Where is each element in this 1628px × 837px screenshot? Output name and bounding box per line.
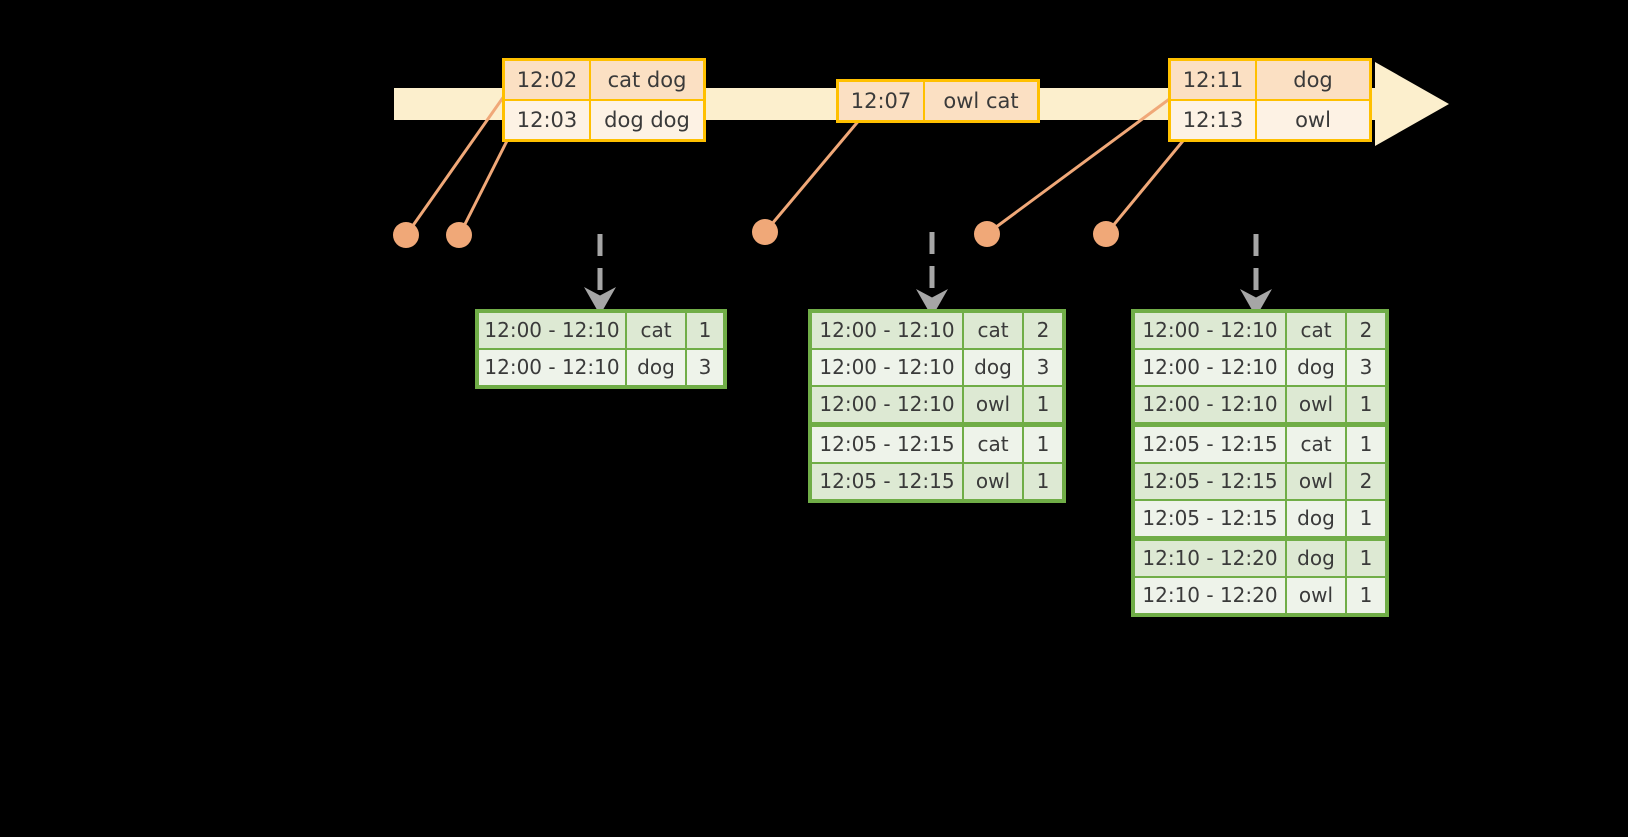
event-dot-1203 [446, 222, 472, 248]
cell-count: 1 [687, 313, 723, 348]
cell-word: owl [1287, 387, 1345, 422]
cell-window: 12:00 - 12:10 [1135, 350, 1285, 385]
event-row[interactable]: 12:02 cat dog [505, 61, 703, 99]
event-words: dog dog [591, 101, 703, 139]
event-time: 12:13 [1171, 101, 1257, 139]
cell-count: 1 [1024, 427, 1062, 462]
cell-count: 3 [687, 350, 723, 385]
cell-window: 12:00 - 12:10 [812, 313, 962, 348]
event-words: owl [1257, 101, 1369, 139]
cell-window: 12:00 - 12:10 [1135, 387, 1285, 422]
cell-word: cat [1287, 427, 1345, 462]
cell-word: dog [1287, 501, 1345, 536]
cell-word: cat [1287, 313, 1345, 348]
cell-count: 1 [1347, 578, 1385, 613]
cell-count: 2 [1347, 464, 1385, 499]
cell-window: 12:05 - 12:15 [1135, 464, 1285, 499]
event-dot-1207 [752, 219, 778, 245]
cell-window: 12:10 - 12:20 [1135, 541, 1285, 576]
cell-word: owl [1287, 578, 1345, 613]
cell-window: 12:00 - 12:10 [479, 350, 625, 385]
cell-count: 2 [1347, 313, 1385, 348]
event-row[interactable]: 12:03 dog dog [505, 99, 703, 139]
event-words: dog [1257, 61, 1369, 99]
event-box-group-1[interactable]: 12:02 cat dog 12:03 dog dog [502, 58, 706, 142]
cell-word: dog [964, 350, 1022, 385]
event-dot-1202 [393, 222, 419, 248]
event-dots [393, 219, 1119, 248]
cell-count: 1 [1347, 501, 1385, 536]
event-time: 12:07 [839, 82, 925, 120]
event-time: 12:03 [505, 101, 591, 139]
cell-word: cat [964, 427, 1022, 462]
connector-1207 [764, 111, 868, 232]
event-row[interactable]: 12:11 dog [1171, 61, 1369, 99]
event-row[interactable]: 12:13 owl [1171, 99, 1369, 139]
event-words: cat dog [591, 61, 703, 99]
cell-word: dog [1287, 541, 1345, 576]
cell-window: 12:05 - 12:15 [1135, 427, 1285, 462]
event-box-group-2[interactable]: 12:07 owl cat [836, 79, 1040, 123]
cell-count: 1 [1024, 464, 1062, 499]
cell-window: 12:00 - 12:10 [812, 387, 962, 422]
cell-count: 1 [1024, 387, 1062, 422]
cell-window: 12:05 - 12:15 [812, 464, 962, 499]
cell-word: owl [964, 387, 1022, 422]
cell-window: 12:10 - 12:20 [1135, 578, 1285, 613]
cell-word: cat [964, 313, 1022, 348]
cell-word: dog [627, 350, 685, 385]
cell-count: 3 [1024, 350, 1062, 385]
event-box-group-3[interactable]: 12:11 dog 12:13 owl [1168, 58, 1372, 142]
cell-window: 12:05 - 12:15 [812, 427, 962, 462]
cell-count: 3 [1347, 350, 1385, 385]
event-time: 12:02 [505, 61, 591, 99]
cell-count: 1 [1347, 427, 1385, 462]
cell-count: 1 [1347, 387, 1385, 422]
cell-word: dog [1287, 350, 1345, 385]
event-words: owl cat [925, 82, 1037, 120]
cell-window: 12:00 - 12:10 [812, 350, 962, 385]
event-time: 12:11 [1171, 61, 1257, 99]
cell-window: 12:00 - 12:10 [479, 313, 625, 348]
cell-window: 12:00 - 12:10 [1135, 313, 1285, 348]
cell-count: 1 [1347, 541, 1385, 576]
event-row[interactable]: 12:07 owl cat [839, 82, 1037, 120]
cell-count: 2 [1024, 313, 1062, 348]
event-dot-1213 [1093, 221, 1119, 247]
event-dot-1211 [974, 221, 1000, 247]
cell-word: cat [627, 313, 685, 348]
cell-word: owl [964, 464, 1022, 499]
cell-window: 12:05 - 12:15 [1135, 501, 1285, 536]
cell-word: owl [1287, 464, 1345, 499]
flow-arrows [584, 232, 1273, 318]
